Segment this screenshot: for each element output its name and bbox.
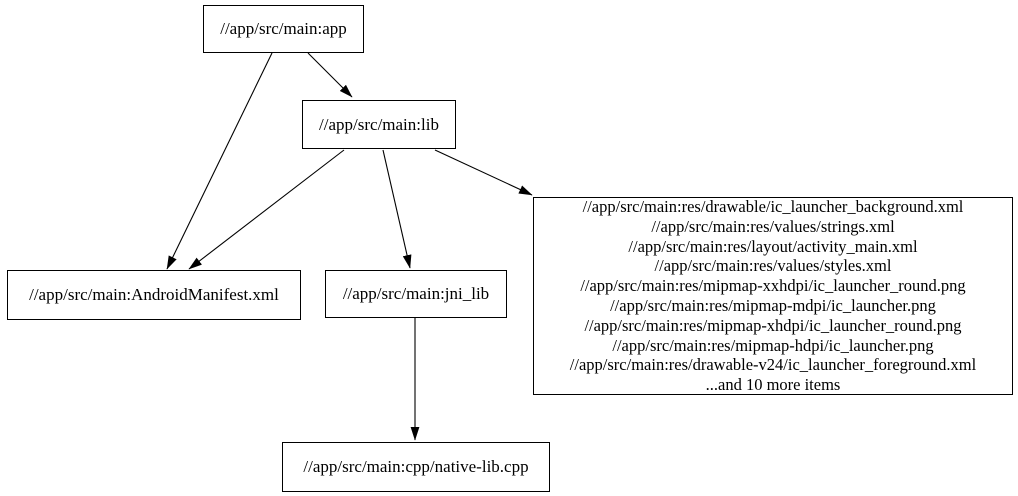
resource-item: //app/src/main:res/values/strings.xml xyxy=(651,216,895,236)
node-lib: //app/src/main:lib xyxy=(302,100,456,149)
node-app: //app/src/main:app xyxy=(203,5,364,53)
node-jnilib-label: //app/src/main:jni_lib xyxy=(342,284,490,303)
edge-app-to-lib xyxy=(307,52,353,98)
node-androidmanifest-label: //app/src/main:AndroidManifest.xml xyxy=(29,285,279,304)
node-nativelib-label: //app/src/main:cpp/native-lib.cpp xyxy=(303,457,529,476)
edge-lib-to-jnilib xyxy=(382,149,412,269)
resource-item: //app/src/main:res/values/styles.xml xyxy=(654,256,892,276)
node-resources: //app/src/main:res/drawable/ic_launcher_… xyxy=(533,197,1013,395)
resource-item: //app/src/main:res/mipmap-xhdpi/ic_launc… xyxy=(584,315,962,335)
edge-lib-to-androidmanifest xyxy=(188,149,345,270)
node-lib-label: //app/src/main:lib xyxy=(319,114,439,134)
resources-more-items: ...and 10 more items xyxy=(705,375,841,395)
node-app-label: //app/src/main:app xyxy=(220,19,347,38)
node-nativelib: //app/src/main:cpp/native-lib.cpp xyxy=(282,442,550,492)
resource-item: //app/src/main:res/mipmap-mdpi/ic_launch… xyxy=(610,296,936,315)
node-androidmanifest: //app/src/main:AndroidManifest.xml xyxy=(7,270,301,320)
resource-item: //app/src/main:res/layout/activity_main.… xyxy=(628,236,918,256)
resource-item: //app/src/main:res/drawable-v24/ic_launc… xyxy=(569,355,977,375)
resource-item: //app/src/main:res/mipmap-hdpi/ic_launch… xyxy=(612,335,934,355)
edge-app-to-androidmanifest xyxy=(166,52,273,270)
resource-item: //app/src/main:res/mipmap-xxhdpi/ic_laun… xyxy=(580,276,966,296)
edge-lib-to-resources xyxy=(434,149,533,196)
node-jnilib: //app/src/main:jni_lib xyxy=(325,270,507,318)
resource-item: //app/src/main:res/drawable/ic_launcher_… xyxy=(582,197,964,217)
